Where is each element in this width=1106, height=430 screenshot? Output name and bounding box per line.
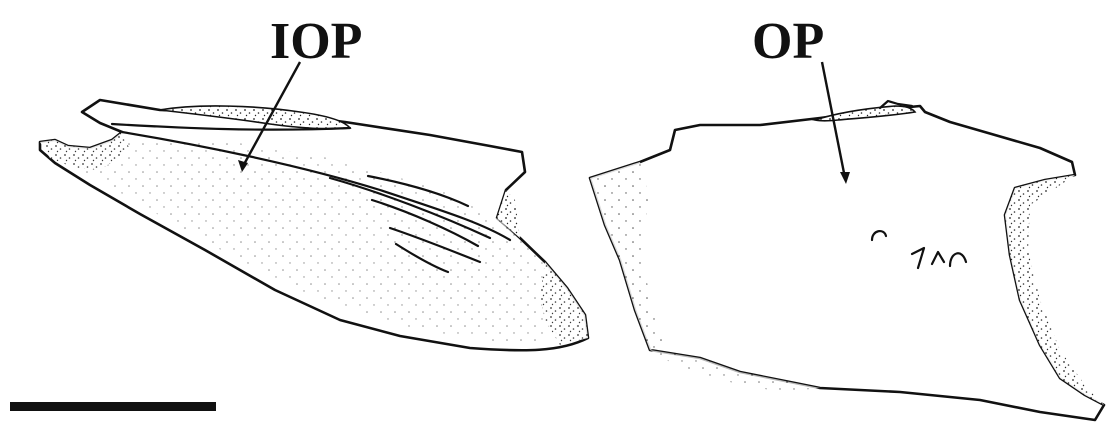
op-label: OP [752, 13, 824, 70]
opercle-bone [590, 62, 1104, 420]
scale-bar [10, 402, 216, 411]
interopercle-bone [40, 62, 588, 350]
iop-label: IOP [270, 13, 362, 70]
